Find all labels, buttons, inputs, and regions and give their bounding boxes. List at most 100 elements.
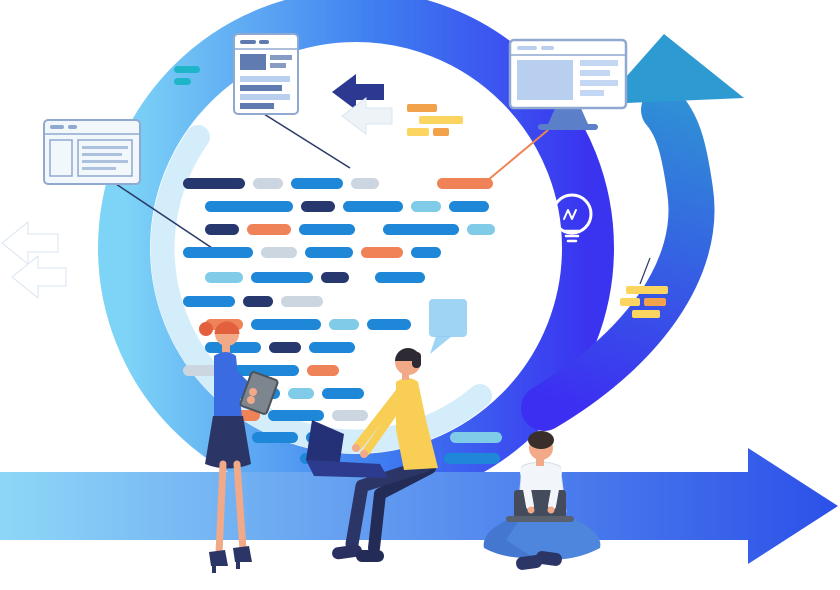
window-content-line [580,80,618,86]
window-title-line [50,125,64,129]
code-line-segment [450,432,502,443]
code-line-segment [449,201,489,212]
window-title-line [517,46,537,50]
man2-hair [528,431,554,449]
window-title-line [68,125,77,129]
code-line-segment [252,432,298,443]
code-line-segment [375,272,425,283]
sticky-note-bars-top [407,104,463,136]
sticky-note-bars-right [620,257,668,318]
man1-arm [362,394,408,456]
code-line-segment [309,342,355,353]
code-line-segment [467,224,495,235]
connector-line-left-window [115,183,225,257]
code-line-segment [251,272,313,283]
window-frame [233,33,299,115]
laptop-screen [514,490,566,518]
man1-hair-back [412,352,421,368]
monitor-icon [508,38,628,130]
man2-shoe [516,555,543,570]
woman-neck [222,344,230,354]
window-content-line [82,160,128,163]
note-connector-line [639,257,651,285]
bulb-glass [551,193,593,235]
man1-arm [353,387,405,451]
note-bar [419,116,463,124]
bubble-tail [430,336,452,354]
woman-shoe [209,550,228,566]
code-line-segment [383,224,459,235]
transfer-arrows-icon-left [1,220,67,300]
window-content-line [82,146,128,149]
code-line-segment [205,224,239,235]
code-line-segment [183,296,235,307]
code-line-segment [444,453,500,464]
tablet-device [239,371,279,415]
window-frame [43,119,141,185]
arrow-left-dark [332,74,384,110]
man2-shoe [535,551,562,566]
note-bar [407,104,437,112]
code-line-segment [329,319,359,330]
man2-neck [536,456,544,466]
code-line-segment [437,178,493,189]
code-line-segment [205,272,243,283]
bubble-body [429,299,467,337]
note-bar [620,298,640,306]
woman-heel [212,566,216,573]
cycle-arrowhead-icon [602,34,744,104]
man2-hand [527,506,535,514]
man1-shoe [332,544,362,560]
arrow-left-shape [1,220,59,266]
code-line-segment [367,319,411,330]
window-content-block [517,60,573,100]
note-bar [407,128,429,136]
arrow-left-shape [11,254,67,300]
code-line-segment [261,247,297,258]
man1-leg-front [345,459,431,551]
bulb-filament [563,209,577,220]
code-line-segment [183,247,253,258]
code-line-segment [301,201,335,212]
woman-heel [236,562,240,569]
note-bar [626,286,668,294]
man1-hand [360,450,368,458]
code-line-segment [322,388,364,399]
window-content-line [580,90,604,96]
window-title-line [541,46,554,50]
code-line-segment [291,178,343,189]
code-line-segment [288,388,314,399]
woman-hand [249,388,257,396]
person-man-cross-legged [483,431,601,570]
list-dashes-icon [174,66,200,85]
laptop-base [506,516,574,522]
person-man-with-laptop [306,348,438,562]
man2-hand [547,506,555,514]
woman-shoe [233,546,252,562]
cycle-arrow-curve [521,87,715,431]
window-sidebar-box [49,139,73,177]
code-line-segment [243,296,273,307]
dash [174,78,191,85]
window-content-line [240,76,290,82]
man1-hand [352,444,360,452]
window-content-line [82,167,116,170]
lightbulb-icon [551,193,593,243]
note-bar [632,310,660,318]
code-line-segment [307,365,339,376]
woman-hand [247,396,255,404]
window-content-line [270,55,292,60]
laptop-base [306,460,388,478]
timeline-arrow-shape [0,448,838,564]
man1-shoe [356,550,384,562]
code-line-segment [411,201,441,212]
code-line-segment [343,201,403,212]
window-content-line [240,85,282,91]
code-line-segment [361,247,403,258]
code-line-segment [351,178,379,189]
man1-neck [402,370,409,380]
tablet-window-icon [233,33,299,115]
dash [174,66,200,73]
